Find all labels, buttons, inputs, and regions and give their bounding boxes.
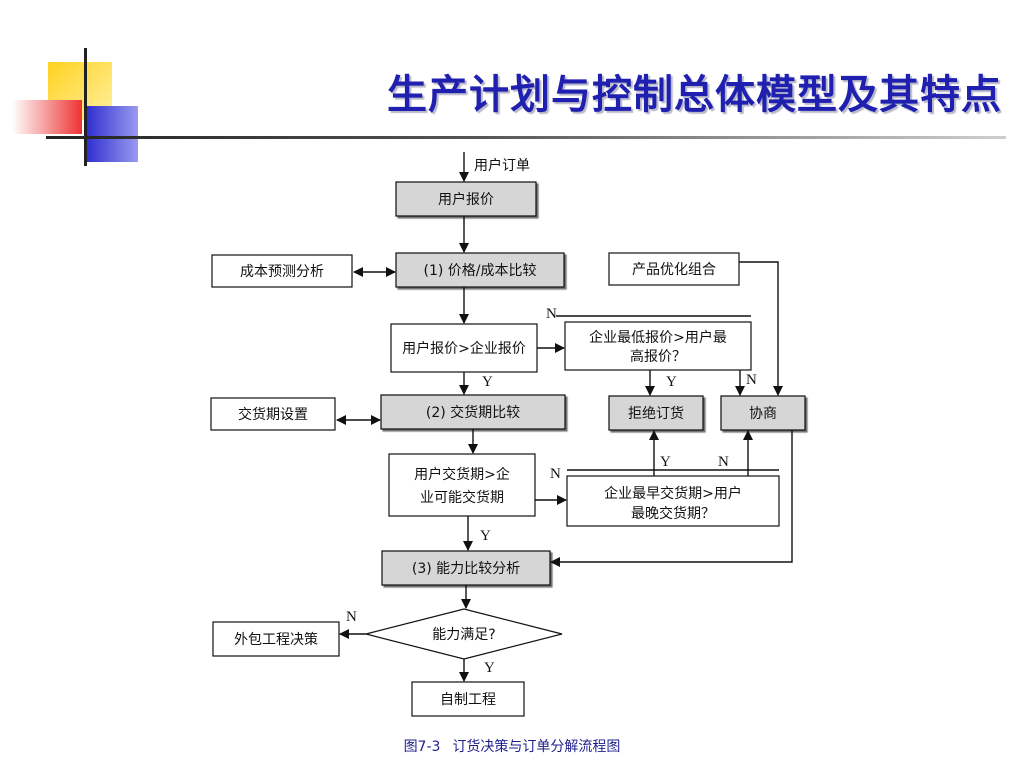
corner-vertical-line bbox=[84, 48, 87, 166]
delivery-decision-box-2: 企业最早交货期>用户 最晚交货期？ bbox=[566, 475, 780, 527]
figure-caption-text: 订货决策与订单分解流程图 bbox=[452, 739, 621, 755]
delivery-compare-label: (2) 交货期比较 bbox=[426, 404, 520, 421]
user-quote-label: 用户报价 bbox=[438, 191, 494, 208]
yes-label-deldecision2: Y bbox=[660, 454, 671, 470]
connectors bbox=[336, 152, 793, 682]
delivery-decision-2-line2: 最晚交货期？ bbox=[631, 505, 715, 522]
capacity-analysis-box: (3) 能力比较分析 bbox=[381, 550, 551, 586]
no-label-decision1: N bbox=[546, 306, 557, 322]
delivery-decision-1-line2: 业可能交货期 bbox=[420, 489, 504, 506]
yes-label-capacity: Y bbox=[484, 660, 495, 676]
price-cost-compare-label: (1) 价格/成本比较 bbox=[424, 263, 537, 279]
price-cost-compare-box: (1) 价格/成本比较 bbox=[395, 252, 565, 288]
yes-label-decision1: Y bbox=[482, 374, 493, 390]
self-made-label: 自制工程 bbox=[440, 692, 496, 708]
capacity-enough-label: 能力满足? bbox=[432, 627, 495, 643]
product-mix-label: 产品优化组合 bbox=[632, 262, 716, 278]
delivery-decision-1-line1: 用户交货期>企 bbox=[414, 466, 510, 483]
yes-label-deldecision1: Y bbox=[480, 528, 491, 544]
title-underline bbox=[46, 136, 1006, 139]
negotiate-box: 协商 bbox=[720, 395, 806, 431]
outsourcing-box: 外包工程决策 bbox=[212, 621, 340, 657]
user-order-label: 用户订单 bbox=[474, 157, 530, 174]
capacity-enough-diamond: 能力满足? bbox=[365, 608, 563, 660]
price-decision-box-1: 用户报价>企业报价 bbox=[390, 323, 538, 373]
cost-forecast-box: 成本预测分析 bbox=[211, 254, 353, 288]
arrow-negotiate-to-capacity bbox=[550, 430, 793, 567]
price-decision-box-2: 企业最低报价>用户最 高报价？ bbox=[564, 321, 752, 371]
corner-red-bar bbox=[12, 100, 82, 134]
figure-caption: 图7-3 订货决策与订单分解流程图 bbox=[0, 736, 1024, 756]
delivery-decision-box-1: 用户交货期>企 业可能交货期 bbox=[388, 453, 536, 517]
reject-order-label: 拒绝订货 bbox=[628, 405, 684, 422]
corner-blue-square bbox=[86, 106, 138, 162]
cost-forecast-label: 成本预测分析 bbox=[240, 264, 324, 280]
price-decision-2-line2: 高报价？ bbox=[630, 348, 686, 365]
no-label-capacity: N bbox=[346, 609, 357, 625]
no-label-deldecision1: N bbox=[550, 466, 561, 482]
figure-number: 图7-3 bbox=[403, 739, 441, 755]
no-label-deldecision2: N bbox=[718, 454, 729, 470]
yes-label-decision2: Y bbox=[666, 374, 677, 390]
self-made-box: 自制工程 bbox=[411, 681, 525, 717]
arrow-productmix-to-negotiate bbox=[739, 261, 783, 396]
delivery-setting-box: 交货期设置 bbox=[210, 397, 336, 431]
price-decision-2-line1: 企业最低报价>用户最 bbox=[589, 329, 727, 346]
outsourcing-label: 外包工程决策 bbox=[234, 631, 318, 648]
user-quote-box: 用户报价 bbox=[395, 181, 537, 217]
reject-order-box: 拒绝订货 bbox=[608, 395, 704, 431]
no-label-decision2: N bbox=[746, 372, 757, 388]
page-title: 生产计划与控制总体模型及其特点 bbox=[387, 72, 1002, 118]
price-decision-1-label: 用户报价>企业报价 bbox=[402, 340, 526, 357]
capacity-analysis-label: (3) 能力比较分析 bbox=[412, 561, 520, 577]
delivery-setting-label: 交货期设置 bbox=[238, 406, 308, 423]
delivery-compare-box: (2) 交货期比较 bbox=[380, 394, 566, 430]
product-mix-box: 产品优化组合 bbox=[608, 252, 740, 286]
negotiate-label: 协商 bbox=[749, 406, 777, 422]
delivery-decision-2-line1: 企业最早交货期>用户 bbox=[604, 485, 742, 502]
